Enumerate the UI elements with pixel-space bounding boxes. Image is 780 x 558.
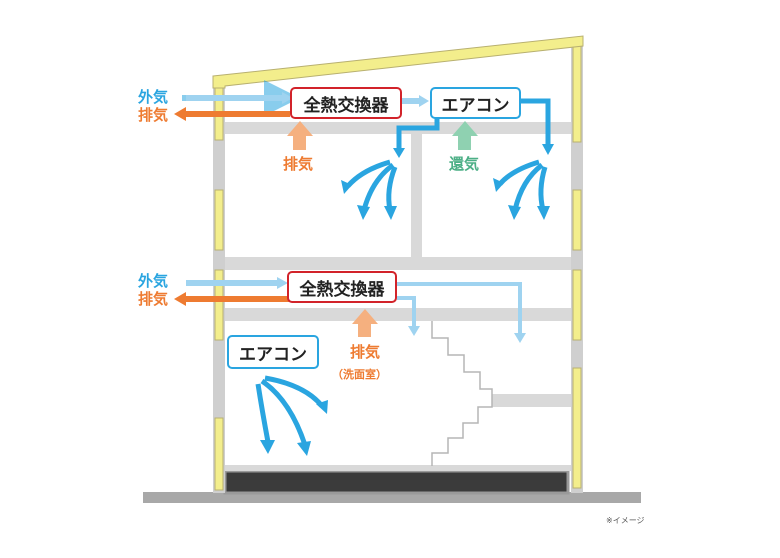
2f-right-airflow [498, 159, 548, 211]
roof [212, 35, 584, 89]
ceiling-1f [225, 308, 571, 321]
1f-exhaust-label: 排気 [138, 290, 169, 308]
2f-exhaust-out-arrow [174, 107, 186, 121]
1f-heat-exchanger: 全熱交換器 [287, 271, 397, 303]
1f-exhaust-out-arrow [174, 292, 186, 306]
stairs [431, 321, 493, 466]
image-note: ※イメージ [606, 516, 645, 525]
insulation [214, 41, 582, 491]
washroom-label: （洗面室） [332, 368, 387, 381]
2f-exhaust-up-arrow [287, 121, 313, 136]
return-air-label: 還気 [449, 155, 480, 173]
return-air-arrow [452, 121, 478, 136]
1f-exhaust-room-label: 排気 [350, 343, 381, 361]
2f-outside-air-label: 外気 [138, 88, 169, 106]
foundation [223, 469, 570, 495]
1f-airflow [255, 375, 324, 446]
2f-heat-exchanger: 全熱交換器 [290, 87, 402, 119]
1f-air-conditioner: エアコン [227, 335, 319, 369]
2f-left-airflow [346, 159, 398, 211]
floor-1f [225, 465, 571, 471]
1f-exhaust-up-arrow [352, 309, 378, 324]
landing [492, 394, 571, 407]
floor-2f [225, 257, 571, 270]
2f-exhaust-label: 排気 [138, 106, 169, 124]
partition-2f [411, 134, 422, 260]
ground-slab [143, 492, 641, 503]
1f-outside-air-label: 外気 [138, 272, 169, 290]
2f-air-conditioner: エアコン [430, 87, 521, 119]
2f-exhaust-room-label: 排気 [283, 155, 314, 173]
